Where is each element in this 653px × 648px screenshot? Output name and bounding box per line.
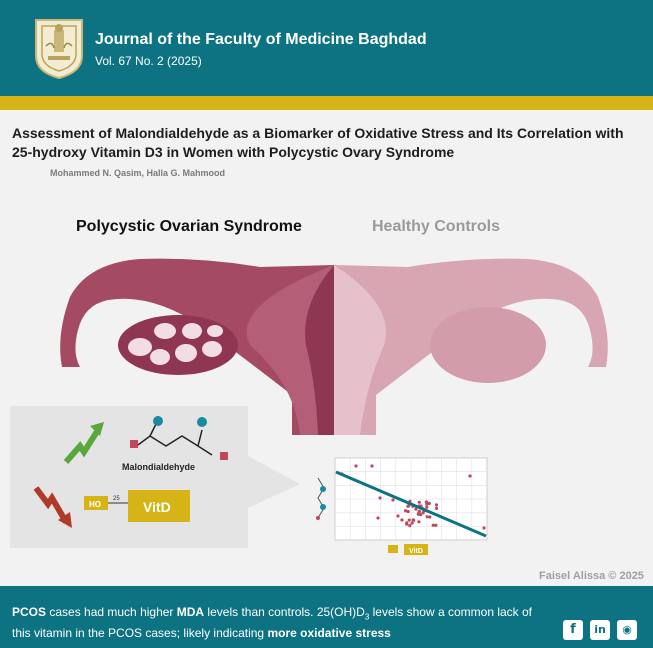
- summary-term-oxidative: more oxidative stress: [267, 626, 391, 641]
- facebook-icon[interactable]: f: [563, 620, 583, 640]
- scatter-point: [391, 498, 395, 502]
- ho-label: HO: [89, 500, 101, 509]
- scatter-point: [406, 509, 410, 514]
- scatter-point: [425, 502, 429, 506]
- small-molecule-icon: [316, 477, 326, 520]
- article-title-line2: 25-hydroxy Vitamin D3 in Women with Poly…: [12, 144, 455, 160]
- journal-header: Journal of the Faculty of Medicine Baghd…: [0, 0, 653, 96]
- scatter-point: [400, 518, 404, 522]
- scatter-point: [428, 515, 432, 519]
- scatter-point: [417, 500, 421, 504]
- scatter-point: [407, 518, 411, 522]
- mini-vitd-box: [404, 544, 428, 555]
- vitd-box: [128, 490, 190, 522]
- scatter-point: [434, 503, 439, 507]
- scatter-point: [434, 523, 438, 527]
- summary-term-pcos: PCOS: [12, 605, 47, 619]
- decrease-arrow-icon: [33, 486, 72, 528]
- summary-text-part: cases had much higher: [46, 605, 177, 619]
- summary-text: PCOS cases had much higher MDA levels th…: [12, 604, 532, 642]
- article-authors: Mohammed N. Qasim, Halla G. Mahmood: [50, 168, 226, 178]
- scatter-point: [404, 509, 408, 513]
- scatter-point: [468, 474, 472, 478]
- scatter-point: [414, 507, 418, 511]
- illustration-credit: Faisel Alissa © 2025: [539, 570, 644, 582]
- scatter-point: [408, 524, 412, 528]
- uterus-illustration: [60, 258, 608, 435]
- increase-arrow-icon: [63, 422, 104, 464]
- biomarker-callout: Malondialdehyde HO 25 VitD VitD: [10, 406, 488, 555]
- summary-text-part: levels show a common lack of this vitami…: [12, 605, 533, 641]
- pcos-label: Polycystic Ovarian Syndrome: [76, 218, 302, 235]
- summary-subscript: 3: [364, 612, 370, 622]
- callout-panel: [10, 406, 300, 548]
- scatter-point: [427, 501, 431, 505]
- scatter-point: [396, 514, 400, 518]
- article-title-line1: Assessment of Malondialdehyde as a Bioma…: [12, 125, 624, 141]
- scatter-point: [407, 504, 411, 508]
- ovarian-cysts: [128, 323, 223, 365]
- correlation-scatter-plot: [334, 457, 488, 541]
- university-seal-icon: [35, 19, 83, 80]
- scatter-point: [405, 522, 409, 526]
- scatter-point: [425, 505, 429, 509]
- molecule-label: Malondialdehyde: [122, 462, 195, 472]
- pcos-uterus-half: [60, 258, 334, 435]
- summary-text-part: levels than controls. 25(OH)D: [204, 605, 365, 619]
- healthy-uterus-half: [334, 258, 608, 435]
- summary-footer: PCOS cases had much higher MDA levels th…: [0, 586, 653, 648]
- scatter-point: [354, 464, 358, 468]
- healthy-controls-label: Healthy Controls: [372, 218, 501, 235]
- ho-group-box: [84, 496, 108, 510]
- linkedin-icon[interactable]: in: [590, 620, 610, 640]
- scatter-point: [482, 526, 486, 530]
- vitd-label: VitD: [143, 499, 171, 515]
- header-accent-stripe: [0, 96, 653, 110]
- journal-name: Journal of the Faculty of Medicine Baghd…: [95, 31, 427, 48]
- summary-term-mda: MDA: [176, 605, 205, 619]
- scatter-point: [417, 509, 421, 513]
- journal-volume: Vol. 67 No. 2 (2025): [95, 54, 202, 68]
- mini-vitd-label: VitD: [409, 548, 423, 555]
- scatter-point: [431, 523, 435, 527]
- scatter-point: [378, 496, 382, 500]
- scatter-point: [411, 518, 415, 522]
- scatter-point: [410, 521, 414, 525]
- scatter-point: [425, 515, 429, 519]
- scatter-point: [376, 516, 380, 520]
- scatter-point: [417, 520, 421, 524]
- scatter-point: [370, 464, 374, 468]
- position-25-label: 25: [113, 496, 120, 502]
- scatter-point: [421, 511, 425, 515]
- scatter-point: [434, 506, 439, 510]
- malondialdehyde-molecule-icon: [130, 416, 228, 460]
- rss-icon[interactable]: ◉: [617, 620, 637, 640]
- article-title: Assessment of Malondialdehyde as a Bioma…: [12, 124, 642, 162]
- trend-line: [335, 470, 487, 538]
